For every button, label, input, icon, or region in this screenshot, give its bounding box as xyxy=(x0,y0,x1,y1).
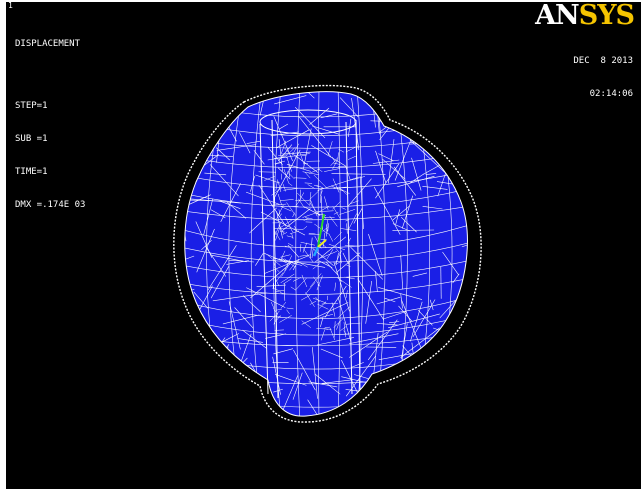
window-number-label: 1 xyxy=(8,2,13,10)
coordinate-triad xyxy=(312,213,327,257)
ansys-logo: ANSYS xyxy=(535,2,635,31)
sub-label: SUB =1 xyxy=(15,134,48,144)
time-label: TIME=1 xyxy=(15,167,48,177)
undeformed-outline xyxy=(173,84,482,423)
plot-type-label: DISPLACEMENT xyxy=(15,39,81,49)
dmx-label: DMX =.174E 03 xyxy=(15,200,86,210)
step-label: STEP=1 xyxy=(15,101,48,111)
triad-axis-z xyxy=(312,246,320,257)
result-info-block: DISPLACEMENT STEP=1 SUB =1 TIME=1 DMX =.… xyxy=(15,17,85,233)
triad-axis-y xyxy=(317,239,327,248)
deformed-body xyxy=(184,91,468,417)
fem-model-plot[interactable] xyxy=(6,2,641,489)
timestamp-block: DEC 8 2013 02:14:06 xyxy=(573,34,633,122)
time-of-day-label: 02:14:06 xyxy=(589,89,633,99)
graphics-canvas[interactable]: 1 DISPLACEMENT STEP=1 SUB =1 TIME=1 DMX … xyxy=(6,2,641,489)
triad-axis-x xyxy=(317,213,325,248)
logo-text-an: AN xyxy=(535,2,580,31)
cylinder-column xyxy=(259,109,361,399)
date-label: DEC 8 2013 xyxy=(573,56,633,66)
logo-text-sys: SYS xyxy=(578,2,635,31)
